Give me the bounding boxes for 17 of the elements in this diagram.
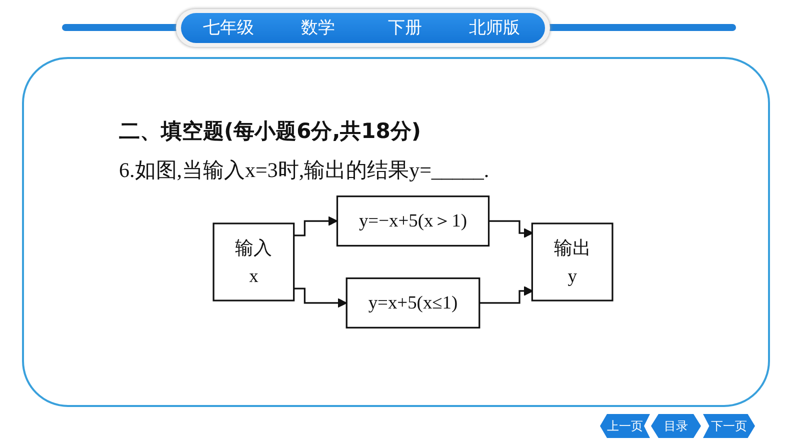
header-label: 北师版	[469, 17, 520, 39]
node-box: y=−x+5(x＞1)	[336, 196, 490, 247]
node-box: y=x+5(x≤1)	[346, 277, 480, 328]
previous-page-button: 上一页	[600, 414, 650, 438]
arrow	[294, 216, 338, 236]
node-box: 输入 x	[212, 222, 295, 302]
arrow	[294, 288, 348, 308]
node-box: 输出 y	[531, 222, 614, 302]
arrow	[488, 220, 534, 238]
section-heading: 二、填空题(每小题6分,共18分)	[119, 118, 422, 145]
header-label: 七年级	[203, 17, 254, 39]
arrow	[479, 286, 534, 304]
contents-button: 目录	[651, 414, 701, 438]
header-label: 数学	[301, 17, 335, 39]
next-page-button: 下一页	[703, 414, 755, 438]
question-text: 6.如图,当输入x=3时,输出的结果y=_____.	[119, 157, 490, 184]
header-label: 下册	[388, 17, 422, 39]
